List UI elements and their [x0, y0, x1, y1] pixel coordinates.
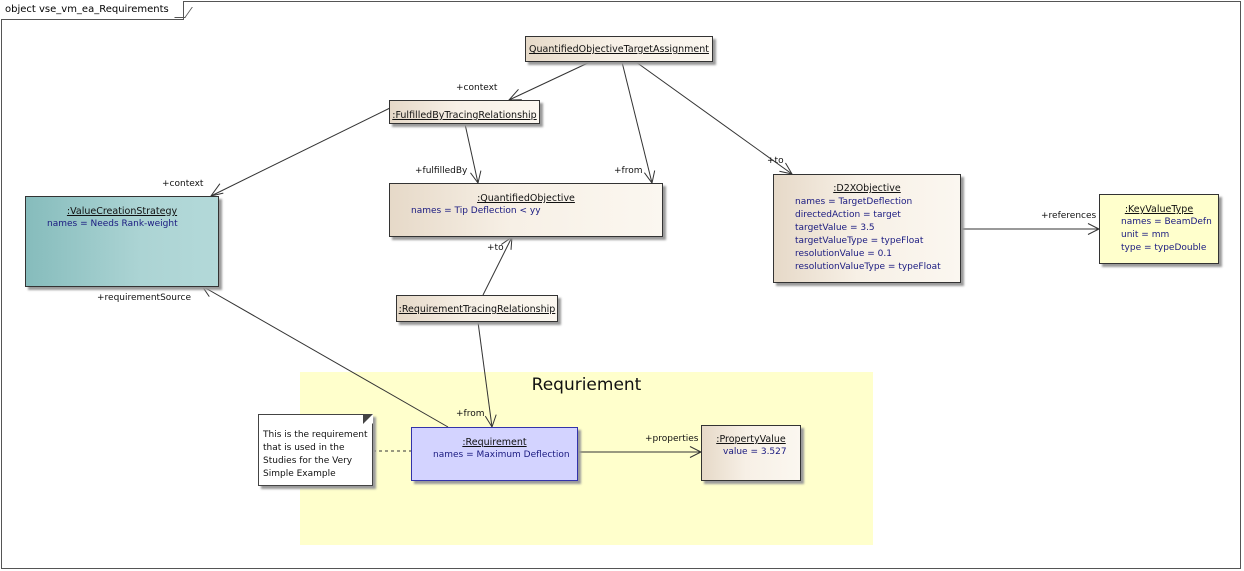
property-value[interactable]: :PropertyValue value = 3.527 [701, 425, 801, 481]
role-label-properties: +properties [645, 434, 699, 444]
object-attribute: resolutionValueType = typeFloat [795, 262, 941, 272]
note-fold-edge [363, 414, 373, 424]
object-attribute: names = BeamDefn [1121, 217, 1212, 227]
role-label-from: +from [614, 166, 643, 176]
note-line: Studies for the Very [263, 456, 353, 466]
object-attribute: targetValue = 3.5 [795, 223, 875, 233]
d2x-objective[interactable]: :D2XObjective names = TargetDeflection d… [773, 174, 961, 283]
object-attribute: unit = mm [1121, 230, 1170, 240]
object-title: :PropertyValue [716, 434, 786, 445]
note-line: This is the requirement [263, 430, 368, 440]
object-attribute: value = 3.527 [723, 447, 787, 457]
connector-rtr-qo [482, 236, 513, 296]
object-attribute: names = Tip Deflection < yy [411, 206, 541, 216]
role-label-to: +to [767, 156, 784, 166]
quantified-objective[interactable]: :QuantifiedObjective names = Tip Deflect… [389, 183, 663, 237]
object-title: QuantifiedObjectiveTargetAssignment [529, 44, 709, 55]
frame-label: object vse_vm_ea_Requirements [1, 1, 184, 20]
connector-qota-fbtr [508, 61, 591, 101]
object-attribute: resolutionValue = 0.1 [795, 249, 892, 259]
object-title: :D2XObjective [833, 183, 901, 194]
connector-fbtr-vcs [210, 107, 391, 197]
object-title: :QuantifiedObjective [477, 193, 575, 204]
role-label-context: +context [162, 179, 204, 189]
note-line: Simple Example [263, 469, 336, 479]
object-title: :RequirementTracingRelationship [398, 304, 556, 315]
object-attribute: names = TargetDeflection [795, 197, 913, 207]
requirement[interactable]: :Requirement names = Maximum Deflection [411, 427, 578, 481]
role-label-from: +from [456, 409, 485, 419]
role-label-fulfilled-by: +fulfilledBy [415, 166, 468, 176]
object-attribute: directedAction = target [795, 210, 901, 220]
object-attribute: type = typeDouble [1121, 243, 1207, 253]
object-title: :Requirement [462, 437, 527, 448]
quantified-objective-target-assignment[interactable]: QuantifiedObjectiveTargetAssignment [525, 36, 713, 62]
key-value-type[interactable]: :KeyValueType names = BeamDefn unit = mm… [1099, 194, 1219, 264]
arrowhead [209, 183, 224, 197]
connector-rtr-req [477, 321, 493, 428]
requirement-tracing-relationship[interactable]: :RequirementTracingRelationship [396, 295, 558, 322]
role-label-to: +to [487, 243, 504, 253]
arrowhead [501, 235, 513, 250]
object-title: :FulfilledByTracingRelationship [392, 110, 537, 121]
connector-qota-qo [621, 61, 653, 184]
connector-req-vcs [201, 285, 449, 428]
value-creation-strategy[interactable]: :ValueCreationStrategy names = Needs Ran… [25, 196, 219, 287]
region-title: Requriement [531, 375, 642, 395]
object-attribute: names = Maximum Deflection [433, 450, 570, 460]
object-attribute: names = Needs Rank-weight [47, 219, 178, 229]
connector-fbtr-qo [464, 123, 479, 184]
object-attribute: targetValueType = typeFloat [795, 236, 924, 246]
connector-qota-d2x [635, 61, 793, 175]
role-label-references: +references [1041, 211, 1097, 221]
role-label-requirement-source: +requirementSource [97, 293, 191, 303]
object-title: :ValueCreationStrategy [66, 206, 178, 217]
note-line: that is used in the [263, 443, 345, 453]
object-title: :KeyValueType [1124, 204, 1194, 215]
role-label-context: +context [456, 83, 498, 93]
fulfilled-by-tracing-relationship[interactable]: :FulfilledByTracingRelationship [389, 100, 540, 124]
requirement-note[interactable]: This is the requirement that is used in … [258, 414, 373, 486]
